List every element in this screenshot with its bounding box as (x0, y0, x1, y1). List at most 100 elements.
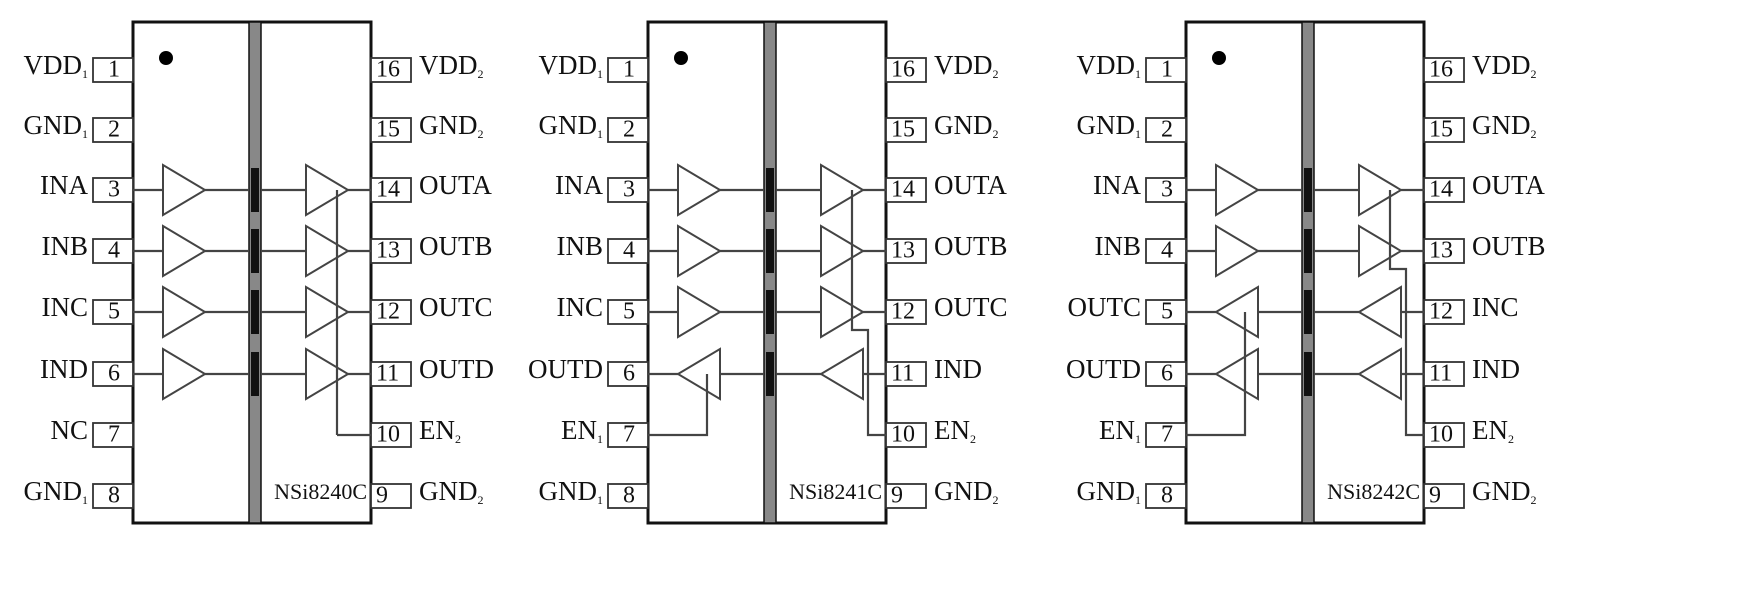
pin-label: GND2 (934, 110, 999, 141)
buffer-triangle (1357, 285, 1402, 339)
buffer-triangle (820, 163, 865, 217)
pin-label: VDD1 (1077, 50, 1142, 81)
pin-number: 5 (1161, 299, 1173, 325)
barrier-channel-mark (766, 168, 774, 212)
barrier-channel-mark (251, 352, 259, 396)
en1-wire (1186, 312, 1247, 437)
buffer-triangle (305, 163, 350, 217)
pin-number: 15 (1429, 117, 1453, 143)
en1-wire (648, 374, 709, 437)
pin-label: OUTB (1472, 231, 1546, 261)
pin-number: 4 (623, 238, 635, 264)
buffer-triangle (1358, 163, 1403, 217)
pin-box-left (607, 422, 649, 448)
pin-box-left (1145, 57, 1187, 83)
pin-box-left (607, 177, 649, 203)
pin-number: 3 (1161, 177, 1173, 203)
pin1-marker-dot (674, 51, 688, 65)
buffer-triangle (305, 347, 350, 401)
barrier-channel-mark (1304, 229, 1312, 273)
pin-box-right (1423, 177, 1465, 203)
pin-box-right (885, 57, 927, 83)
pin-box-right (885, 117, 927, 143)
pin-box-right (1423, 299, 1465, 325)
pin-box-left (607, 57, 649, 83)
part-number: NSi8242C (1327, 479, 1420, 504)
pin-label: EN1 (1099, 415, 1141, 446)
pin-label: INC (557, 292, 604, 322)
pin-number: 16 (376, 57, 400, 83)
pin-label: INA (555, 170, 603, 200)
pin-label: INA (40, 170, 88, 200)
pin-number: 1 (623, 57, 635, 83)
pin-number: 10 (891, 422, 915, 448)
pin-label: GND2 (1472, 110, 1537, 141)
pin-box-left (92, 422, 134, 448)
pin-label: OUTC (419, 292, 493, 322)
pin-number: 13 (376, 238, 400, 264)
buffer-triangle (1214, 285, 1259, 339)
pin-label: EN2 (1472, 415, 1514, 446)
pin-label: VDD1 (24, 50, 89, 81)
buffer-triangle (820, 224, 865, 278)
pin-label: OUTD (1066, 354, 1141, 384)
pin-label: OUTA (1472, 170, 1545, 200)
pin-label: VDD2 (1472, 50, 1537, 81)
pin-number: 16 (891, 57, 915, 83)
pin-number: 13 (891, 238, 915, 264)
pin-number: 12 (891, 299, 915, 325)
pin-box-left (1145, 422, 1187, 448)
barrier-channel-mark (251, 229, 259, 273)
buffer-triangle (305, 285, 350, 339)
pin-number: 6 (108, 361, 120, 387)
en2-wire (850, 190, 886, 437)
pin-box-left (92, 57, 134, 83)
pin-box-right (370, 57, 412, 83)
pin-box-right (1423, 117, 1465, 143)
pin-number: 9 (1429, 483, 1441, 509)
pin-label: OUTD (419, 354, 494, 384)
pin-number: 2 (108, 117, 120, 143)
pin-number: 10 (1429, 422, 1453, 448)
pin-box-right (1423, 57, 1465, 83)
chip-nsi8241c: NSi8241C1VDD12GND13INA4INB5INC6OUTD7EN18… (528, 20, 1008, 525)
pin-box-left (92, 238, 134, 264)
pin-label: GND1 (1077, 476, 1142, 507)
pin-number: 7 (108, 422, 120, 448)
barrier-channel-mark (1304, 290, 1312, 334)
pin-label: INB (1095, 231, 1142, 261)
pin-box-right (1423, 238, 1465, 264)
pin-label: OUTB (934, 231, 1008, 261)
pin-label: INA (1093, 170, 1141, 200)
pin-label: GND2 (419, 476, 484, 507)
part-number: NSi8241C (789, 479, 882, 504)
pin-box-right (885, 483, 927, 509)
pin-label: OUTB (419, 231, 493, 261)
buffer-triangle (162, 285, 207, 339)
buffer-triangle (1358, 224, 1403, 278)
buffer-triangle (1214, 347, 1259, 401)
buffer-triangle (305, 224, 350, 278)
pin-box-right (1423, 422, 1465, 448)
pin-label: GND1 (539, 476, 604, 507)
pin-number: 7 (1161, 422, 1173, 448)
pin-label: VDD1 (539, 50, 604, 81)
pin-number: 4 (108, 238, 120, 264)
pin-number: 11 (891, 361, 914, 387)
barrier-channel-mark (251, 290, 259, 334)
buffer-triangle (676, 347, 721, 401)
pin-label: OUTA (934, 170, 1007, 200)
buffer-triangle (1215, 163, 1260, 217)
barrier-channel-mark (251, 168, 259, 212)
pin-number: 6 (1161, 361, 1173, 387)
pin-box-right (370, 483, 412, 509)
pin-number: 15 (376, 117, 400, 143)
pin-number: 9 (891, 483, 903, 509)
pin-number: 12 (1429, 299, 1453, 325)
pin-label: GND2 (419, 110, 484, 141)
pin-number: 1 (1161, 57, 1173, 83)
pin-box-left (1145, 299, 1187, 325)
pin-number: 5 (623, 299, 635, 325)
pin-box-right (1423, 483, 1465, 509)
